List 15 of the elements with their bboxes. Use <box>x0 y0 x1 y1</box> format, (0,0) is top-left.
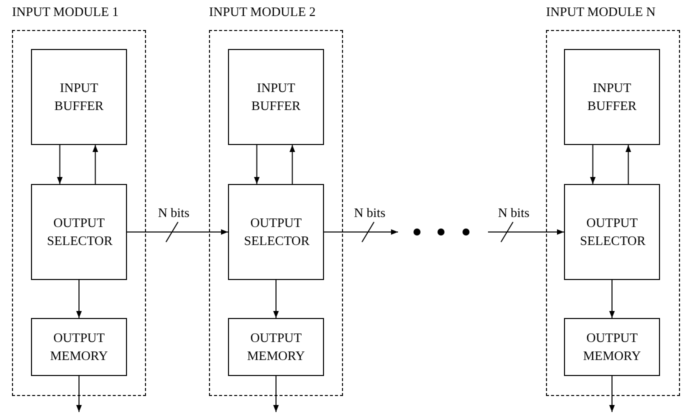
module-heading: INPUT MODULE N <box>546 4 656 20</box>
block: OUTPUT SELECTOR <box>564 184 660 280</box>
edge-label: N bits <box>157 205 190 220</box>
block: OUTPUT MEMORY <box>564 318 660 376</box>
module-heading: INPUT MODULE 1 <box>12 4 119 20</box>
block: INPUT BUFFER <box>31 49 127 145</box>
block: OUTPUT SELECTOR <box>31 184 127 280</box>
block: OUTPUT SELECTOR <box>228 184 324 280</box>
edge-label: N bits <box>353 205 386 220</box>
block: OUTPUT MEMORY <box>228 318 324 376</box>
block: INPUT BUFFER <box>228 49 324 145</box>
module-heading: INPUT MODULE 2 <box>209 4 316 20</box>
block: OUTPUT MEMORY <box>31 318 127 376</box>
edge-label: N bits <box>497 205 530 220</box>
block: INPUT BUFFER <box>564 49 660 145</box>
